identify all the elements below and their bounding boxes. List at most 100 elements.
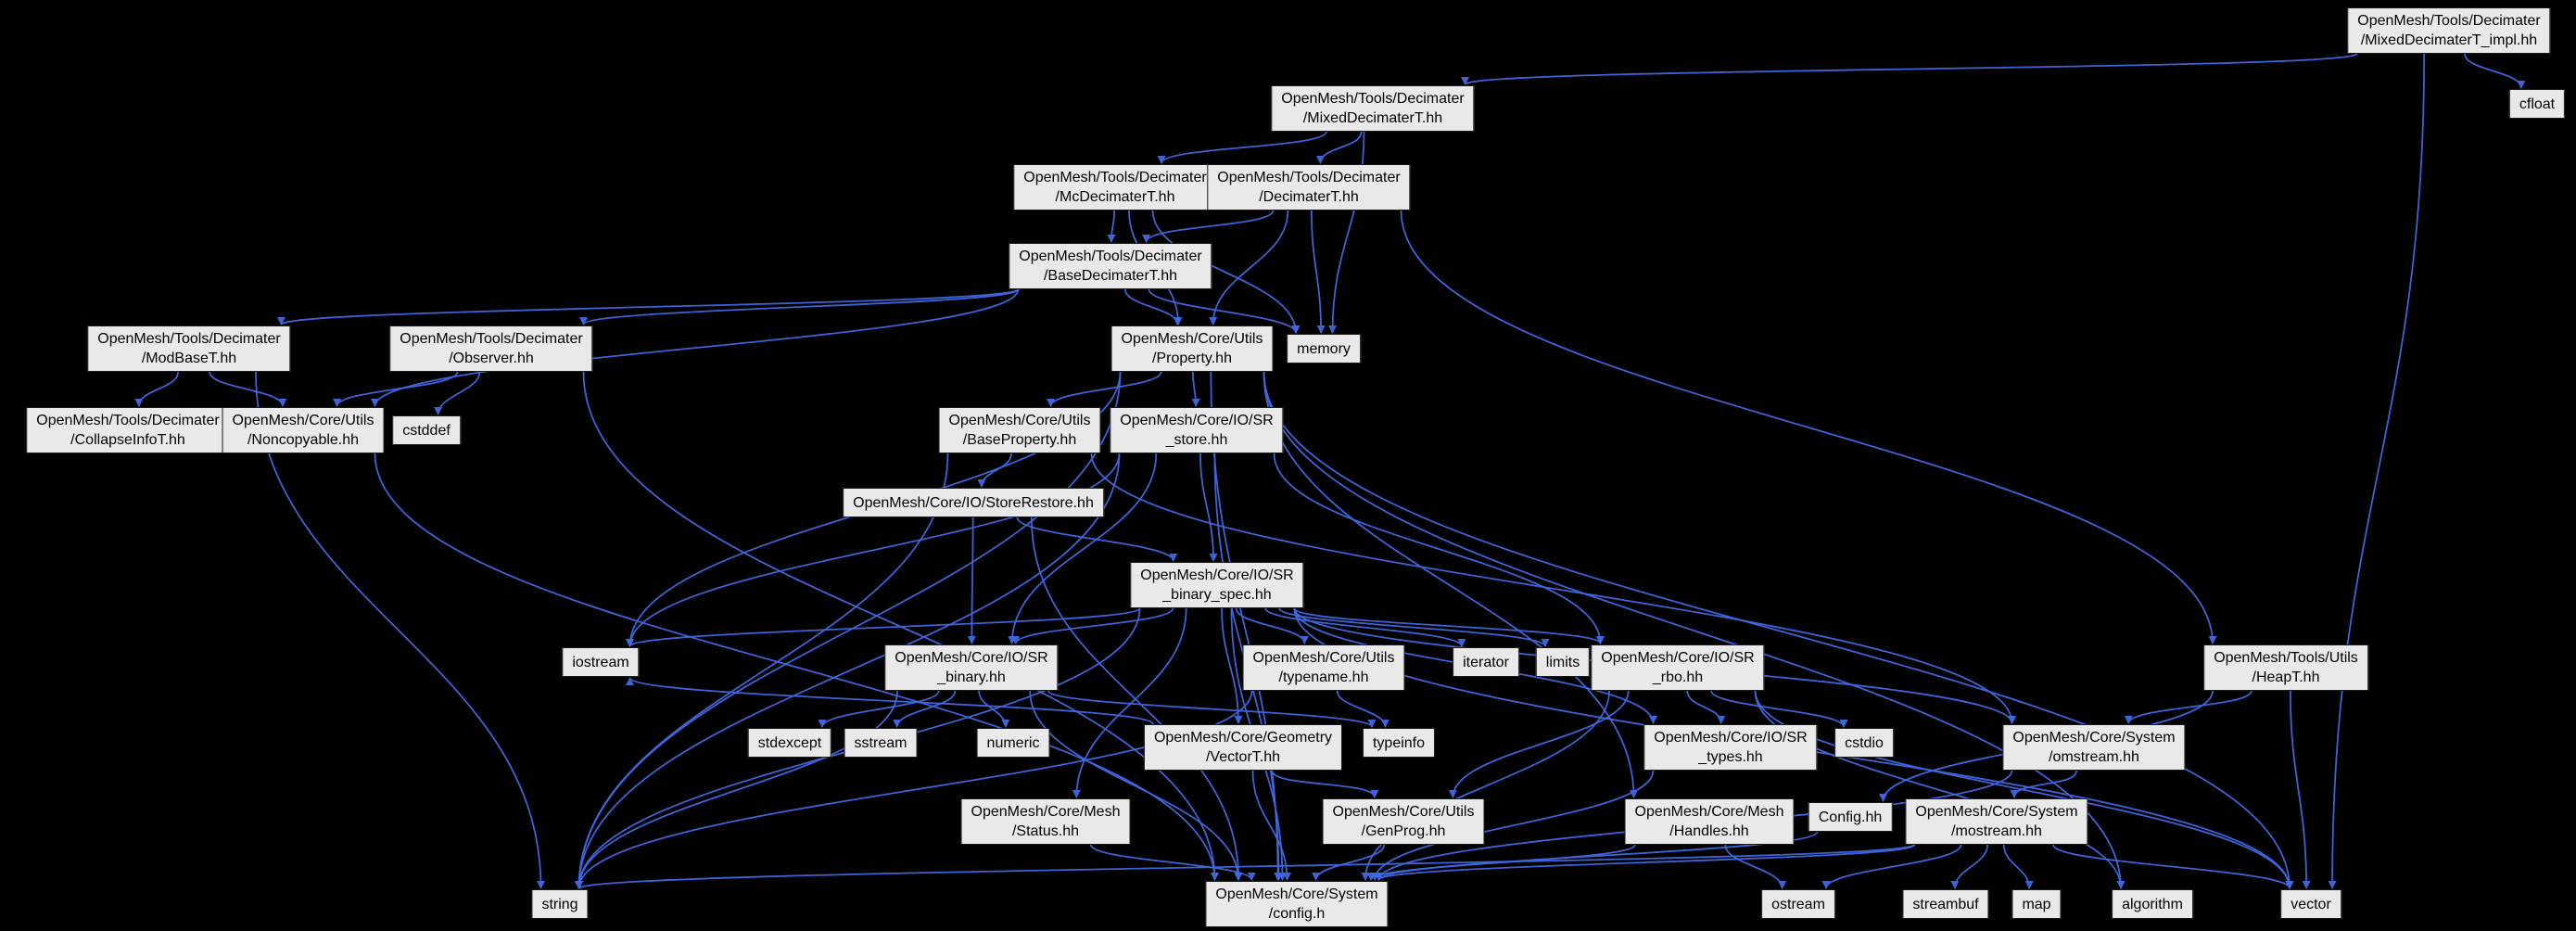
include-edge-srbinaryspec-to-status [1072,607,1187,798]
graph-node-status[interactable]: OpenMesh/Core/Mesh/Status.hh [960,798,1131,845]
graph-node-label: /Status.hh [1011,823,1080,839]
graph-node-base[interactable]: OpenMesh/Tools/Decimater/BaseDecimaterT.… [1009,243,1212,289]
include-edge-property-to-handles [1263,371,1638,798]
include-edge-srrbo-to-config [1361,690,1610,881]
graph-node-modbase[interactable]: OpenMesh/Tools/Decimater/ModBaseT.hh [87,325,291,372]
graph-node-srbinaryspec[interactable]: OpenMesh/Core/IO/SR_binary_spec.hh [1130,562,1304,608]
include-edge-dec-to-memory [1310,210,1326,334]
include-edge-srrbo-to-srtypes [1686,690,1726,724]
graph-node-mostream[interactable]: OpenMesh/Core/System/mostream.hh [1905,798,2088,845]
graph-node-limits[interactable]: limits [1535,647,1591,677]
include-edge-observer-to-cstddef [434,371,481,415]
graph-node-baseproperty[interactable]: OpenMesh/Core/Utils/BaseProperty.hh [938,407,1101,453]
graph-node-label: /BaseProperty.hh [962,432,1077,448]
graph-node-typeinfo[interactable]: typeinfo [1362,728,1436,758]
include-edge-status-to-config [1089,844,1256,881]
graph-node-label: /typename.hh [1278,670,1369,685]
graph-node-memory[interactable]: memory [1287,334,1361,363]
graph-node-label: /omstream.hh [2049,749,2139,765]
graph-node-srrbo[interactable]: OpenMesh/Core/IO/SR_rbo.hh [1591,644,1765,691]
graph-node-label: /Observer.hh [449,351,534,366]
graph-node-handles[interactable]: OpenMesh/Core/Mesh/Handles.hh [1624,798,1795,845]
include-edge-mc-to-memory [1151,210,1301,334]
graph-node-iostream[interactable]: iostream [562,647,640,677]
include-edge-srrbo-to-cstdio [1710,690,1848,728]
graph-node-iterator[interactable]: iterator [1453,647,1519,677]
include-edge-base-to-memory [1148,288,1301,334]
graph-node-srbinary[interactable]: OpenMesh/Core/IO/SR _binary.hh [884,644,1059,691]
graph-node-label: /VectorT.hh [1205,749,1281,765]
include-edge-srstore-to-iostream [626,453,1121,647]
graph-node-srstore[interactable]: OpenMesh/Core/IO/SR_store.hh [1110,407,1284,453]
graph-node-label: OpenMesh/Core/System [1215,886,1378,902]
include-edge-handles-to-ostream [1724,844,1787,889]
graph-node-genprog[interactable]: OpenMesh/Core/Utils/GenProg.hh [1322,798,1485,845]
include-edge-srstore-to-string [575,453,1121,889]
include-edge-mostream-to-string [575,844,1916,889]
graph-node-config[interactable]: OpenMesh/Core/System/config.h [1205,881,1389,927]
graph-node-label: cfloat [2519,96,2556,112]
graph-node-dec[interactable]: OpenMesh/Tools/Decimater/DecimaterT.hh [1207,164,1411,210]
include-edge-srbinary-to-typeinfo [1047,690,1377,728]
include-edge-property-to-vector [1263,371,2294,889]
graph-node-omstream[interactable]: OpenMesh/Core/System/omstream.hh [2002,724,2186,771]
include-edge-noncopyable-to-config [374,453,1219,881]
graph-node-map[interactable]: map [2011,889,2062,919]
graph-node-label: _store.hh [1165,432,1228,448]
graph-node-cstdio[interactable]: cstdio [1834,728,1894,758]
graph-node-string[interactable]: string [531,889,589,919]
graph-node-typename[interactable]: OpenMesh/Core/Utils/typename.hh [1242,644,1405,691]
include-edge-srbinaryspec-to-iterator [1264,607,1466,647]
include-edge-srbinaryspec-to-limits [1278,607,1550,647]
graph-node-noncopyable[interactable]: OpenMesh/Core/Utils/Noncopyable.hh [222,407,385,453]
include-edge-heapt-to-vector [2289,690,2311,889]
graph-node-label: sstream [854,734,907,751]
include-edge-dec-to-property [1209,210,1289,325]
graph-node-label: numeric [986,734,1040,751]
graph-node-ostream[interactable]: ostream [1761,889,1835,919]
graph-node-mixed[interactable]: OpenMesh/Tools/Decimater/MixedDecimaterT… [1271,85,1475,132]
graph-node-label: memory [1297,340,1351,357]
graph-node-label: /CollapseInfoT.hh [70,432,185,448]
graph-node-vectort[interactable]: OpenMesh/Core/Geometry/VectorT.hh [1143,724,1343,771]
graph-node-algorithm[interactable]: algorithm [2112,889,2193,919]
graph-node-observer[interactable]: OpenMesh/Tools/Decimater/Observer.hh [389,325,593,372]
graph-node-label: /HeapT.hh [2252,670,2320,685]
include-edge-property-to-baseproperty [1047,371,1162,407]
graph-node-stdexcept[interactable]: stdexcept [747,728,832,758]
graph-node-numeric[interactable]: numeric [976,728,1050,758]
include-edge-base-to-noncopyable [371,288,1020,407]
graph-node-label: OpenMesh/Core/IO/SR [895,650,1048,666]
graph-node-property[interactable]: OpenMesh/Core/Utils/Property.hh [1110,325,1274,372]
include-edge-observer-to-noncopyable [333,371,459,407]
graph-node-storerestore[interactable]: OpenMesh/Core/IO/StoreRestore.hh [843,488,1104,517]
graph-node-confighh[interactable]: Config.hh [1808,802,1893,832]
graph-node-mc[interactable]: OpenMesh/Tools/Decimater/McDecimaterT.hh [1013,164,1217,210]
graph-node-mixed_impl[interactable]: OpenMesh/Tools/Decimater/MixedDecimaterT… [2347,7,2551,54]
graph-node-label: OpenMesh/Core/Geometry [1153,730,1333,746]
graph-node-label: algorithm [2122,896,2183,912]
graph-node-srtypes[interactable]: OpenMesh/Core/IO/SR_types.hh [1643,724,1818,771]
graph-node-label: _binary.hh [937,670,1006,685]
include-edge-omstream-to-mostream [2010,770,2077,798]
graph-node-streambuf[interactable]: streambuf [1902,889,1989,919]
graph-node-label: /config.h [1268,906,1326,922]
graph-node-label: /BaseDecimaterT.hh [1043,268,1178,284]
graph-node-sstream[interactable]: sstream [844,728,918,758]
include-edge-baseproperty-to-string [575,453,949,889]
include-edge-mixed-to-mc [1157,131,1327,164]
graph-node-vector[interactable]: vector [2280,889,2341,919]
include-edge-typename-to-string [575,690,1253,889]
include-edge-srbinary-to-string [575,690,898,889]
graph-node-cstddef[interactable]: cstddef [392,415,461,445]
graph-node-label: OpenMesh/Tools/Decimater [36,413,220,428]
graph-node-label: _rbo.hh [1652,670,1704,685]
include-edge-srstore-to-srbinaryspec [1199,453,1218,562]
include-edge-storerestore-to-srbinaryspec [1016,517,1178,562]
graph-node-heapt[interactable]: OpenMesh/Tools/Utils/HeapT.hh [2203,644,2368,691]
include-edge-mc-to-base [1107,210,1116,243]
graph-node-label: /Noncopyable.hh [247,432,360,448]
include-edge-mostream-to-vector [2052,844,2294,889]
graph-node-cfloat[interactable]: cfloat [2508,89,2566,119]
graph-node-collapseinfo[interactable]: OpenMesh/Tools/Decimater/CollapseInfoT.h… [26,407,230,453]
